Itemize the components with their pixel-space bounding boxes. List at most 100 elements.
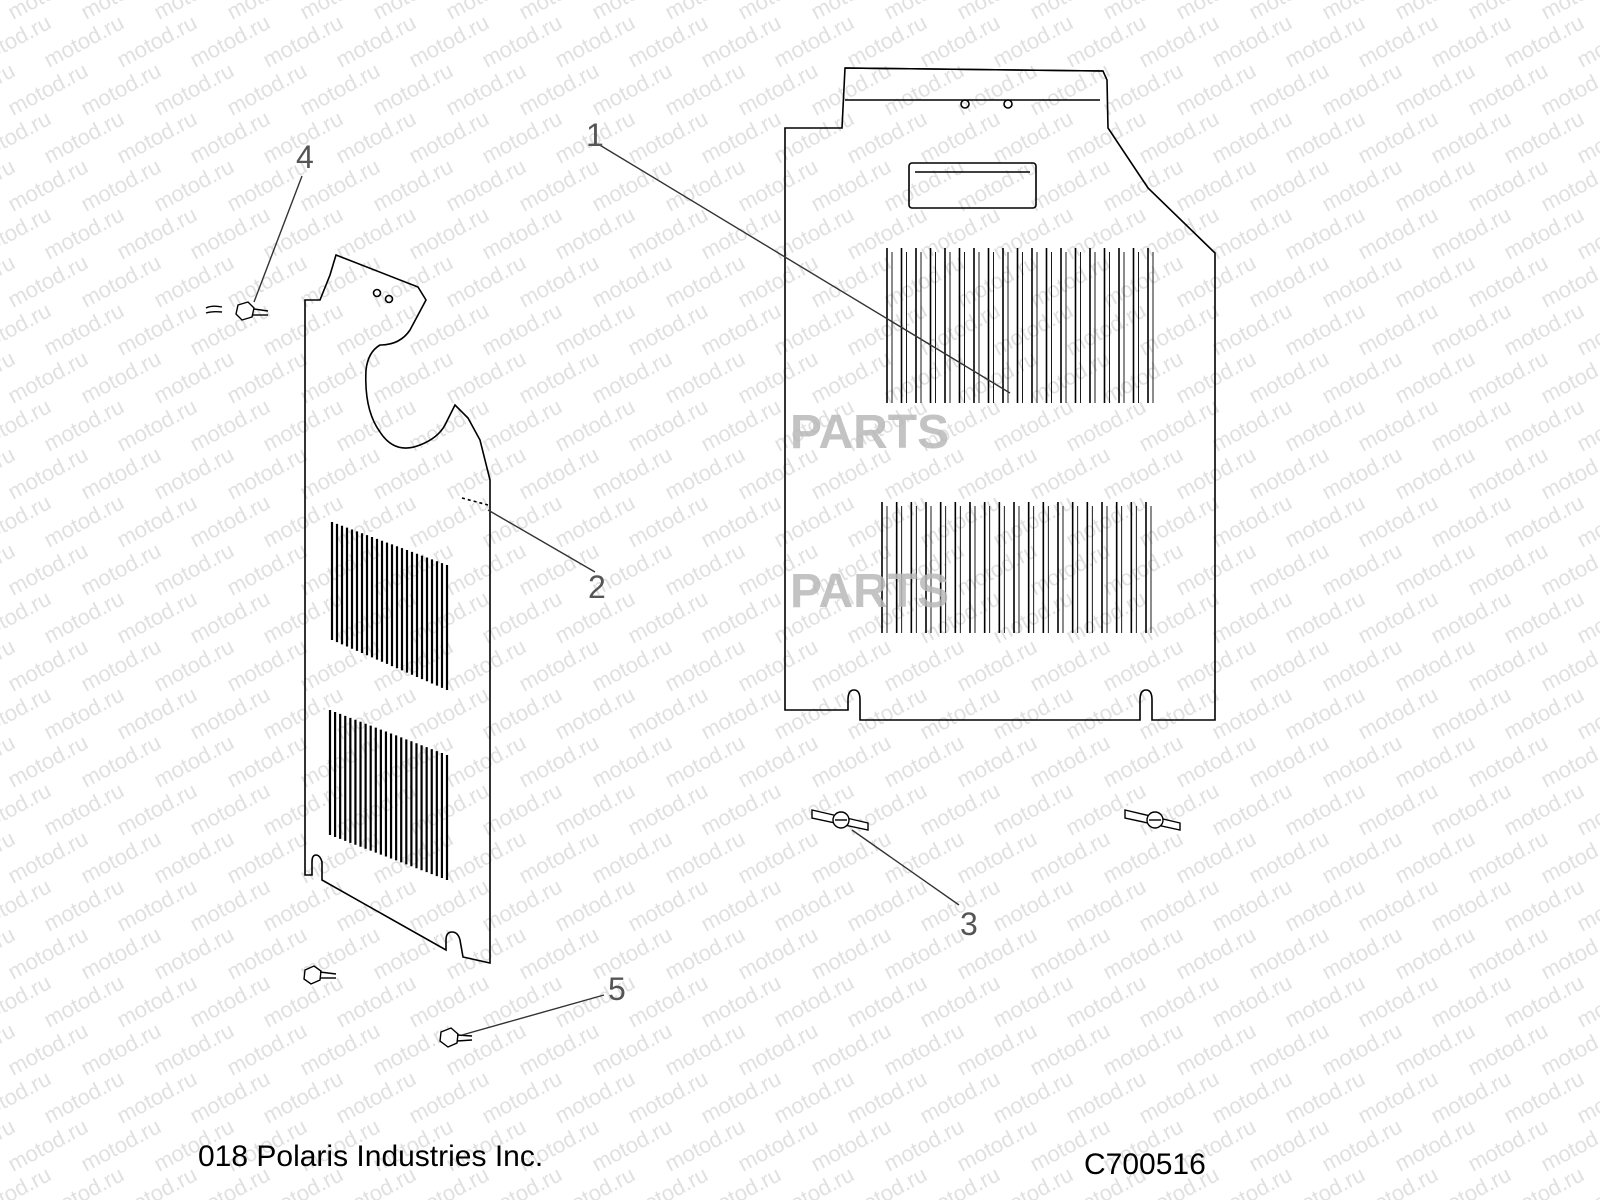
brand-watermark-lower: PARTS	[790, 565, 949, 618]
watermark-text: motod.ru	[624, 106, 712, 169]
watermark-text: motod.ru	[551, 394, 639, 457]
watermark-text: motod.ru	[259, 298, 347, 361]
left-bottom-louvers	[328, 710, 449, 880]
watermark-text: motod.ru	[1208, 298, 1296, 361]
watermark-text: motod.ru	[1281, 970, 1369, 1033]
watermark-text: motod.ru	[405, 682, 493, 745]
watermark-text: motod.ru	[1208, 10, 1296, 73]
watermark-text: motod.ru	[1281, 106, 1369, 169]
screw-part-5-lower	[439, 1027, 473, 1048]
watermark-text: motod.ru	[259, 682, 347, 745]
watermark-text: motod.ru	[478, 970, 566, 1033]
watermark-text: motod.ru	[1354, 1066, 1442, 1129]
watermark-text: motod.ru	[770, 778, 858, 841]
watermark-text: motod.ru	[259, 970, 347, 1033]
watermark-text: motod.ru	[186, 394, 274, 457]
callout-2: 2	[588, 569, 606, 605]
watermark-text: motod.ru	[405, 202, 493, 265]
watermark-text: motod.ru	[1135, 106, 1223, 169]
watermark-text: motod.ru	[1062, 682, 1150, 745]
watermark-text: motod.ru	[1354, 10, 1442, 73]
watermark-text: motod.ru	[624, 490, 712, 553]
watermark-text: motod.ru	[1208, 490, 1296, 553]
watermark-text: motod.ru	[40, 1066, 128, 1129]
watermark-text: motod.ru	[1500, 394, 1588, 457]
watermark-text: motod.ru	[478, 586, 566, 649]
watermark-text: motod.ru	[1281, 202, 1369, 265]
watermark-text: motod.ru	[697, 10, 785, 73]
watermark-text: motod.ru	[113, 394, 201, 457]
watermark-text: motod.ru	[1135, 10, 1223, 73]
watermark-text: motod.ru	[697, 298, 785, 361]
watermark-text: motod.ru	[1500, 490, 1588, 553]
watermark-text: motod.ru	[989, 682, 1077, 745]
watermark-text: motod.ru	[113, 874, 201, 937]
watermark-text: motod.ru	[1062, 106, 1150, 169]
watermark-text: motod.ru	[989, 778, 1077, 841]
watermark-text: motod.ru	[1427, 394, 1515, 457]
watermark-text: motod.ru	[1281, 394, 1369, 457]
watermark-text: motod.ru	[916, 1066, 1004, 1129]
watermark-text: motod.ru	[770, 490, 858, 553]
watermark-text: motod.ru	[624, 202, 712, 265]
watermark-text: motod.ru	[1281, 874, 1369, 937]
watermark-text: motod.ru	[551, 682, 639, 745]
watermark-text: motod.ru	[843, 1066, 931, 1129]
watermark-text: motod.ru	[405, 778, 493, 841]
watermark-text: motod.ru	[186, 1066, 274, 1129]
watermark-text: motod.ru	[1062, 778, 1150, 841]
watermark-text: motod.ru	[332, 970, 420, 1033]
watermark-text: motod.ru	[551, 874, 639, 937]
watermark-text: motod.ru	[40, 202, 128, 265]
watermark-text: motod.ru	[186, 298, 274, 361]
watermark-text: motod.ru	[916, 778, 1004, 841]
watermark-text: motod.ru	[405, 490, 493, 553]
watermark-text: motod.ru	[1354, 874, 1442, 937]
watermark-text: motod.ru	[624, 1066, 712, 1129]
watermark-text: motod.ru	[843, 874, 931, 937]
watermark-text: motod.ru	[113, 490, 201, 553]
watermark-text: motod.ru	[113, 970, 201, 1033]
watermark-text: motod.ru	[624, 394, 712, 457]
watermark-text: motod.ru	[478, 682, 566, 745]
watermark-text: motod.ru	[770, 298, 858, 361]
watermark-text: motod.ru	[1135, 586, 1223, 649]
watermark-text: motod.ru	[1427, 202, 1515, 265]
watermark-text: motod.ru	[624, 874, 712, 937]
watermark-text: motod.ru	[1281, 1066, 1369, 1129]
watermark-text: motod.ru	[551, 490, 639, 553]
watermark-text: motod.ru	[478, 394, 566, 457]
watermark-text: motod.ru	[989, 1066, 1077, 1129]
watermark-text: motod.ru	[186, 970, 274, 1033]
watermark-text: motod.ru	[1354, 106, 1442, 169]
watermark-text: motod.ru	[551, 1066, 639, 1129]
watermark-text: motod.ru	[1500, 970, 1588, 1033]
watermark-text: motod.ru	[1135, 490, 1223, 553]
watermark-text: motod.ru	[113, 1066, 201, 1129]
watermark-text: motod.ru	[1208, 778, 1296, 841]
watermark-text: motod.ru	[989, 394, 1077, 457]
watermark-text: motod.ru	[259, 1066, 347, 1129]
watermark-text: motod.ru	[259, 394, 347, 457]
watermark-text: motod.ru	[624, 682, 712, 745]
watermark-text: motod.ru	[40, 490, 128, 553]
callout-4: 4	[296, 139, 314, 175]
watermark-text: motod.ru	[697, 1066, 785, 1129]
watermark-text: motod.ru	[332, 298, 420, 361]
right-top-louvers	[886, 248, 1154, 403]
watermark-text: motod.ru	[113, 778, 201, 841]
watermark-text: motod.ru	[1354, 682, 1442, 745]
watermark-text: motod.ru	[916, 10, 1004, 73]
watermark-text: motod.ru	[1135, 778, 1223, 841]
watermark-text: motod.ru	[40, 682, 128, 745]
watermark-text: motod.ru	[332, 1066, 420, 1129]
watermark-text: motod.ru	[1354, 298, 1442, 361]
watermark-text: motod.ru	[1500, 682, 1588, 745]
watermark-text: motod.ru	[1135, 1066, 1223, 1129]
watermark-text: motod.ru	[259, 10, 347, 73]
panel-right	[784, 67, 1216, 721]
watermark-text: motod.ru	[405, 970, 493, 1033]
watermark-text: motod.ru	[989, 106, 1077, 169]
watermark-text: motod.ru	[843, 106, 931, 169]
watermark-text: motod.ru	[186, 682, 274, 745]
